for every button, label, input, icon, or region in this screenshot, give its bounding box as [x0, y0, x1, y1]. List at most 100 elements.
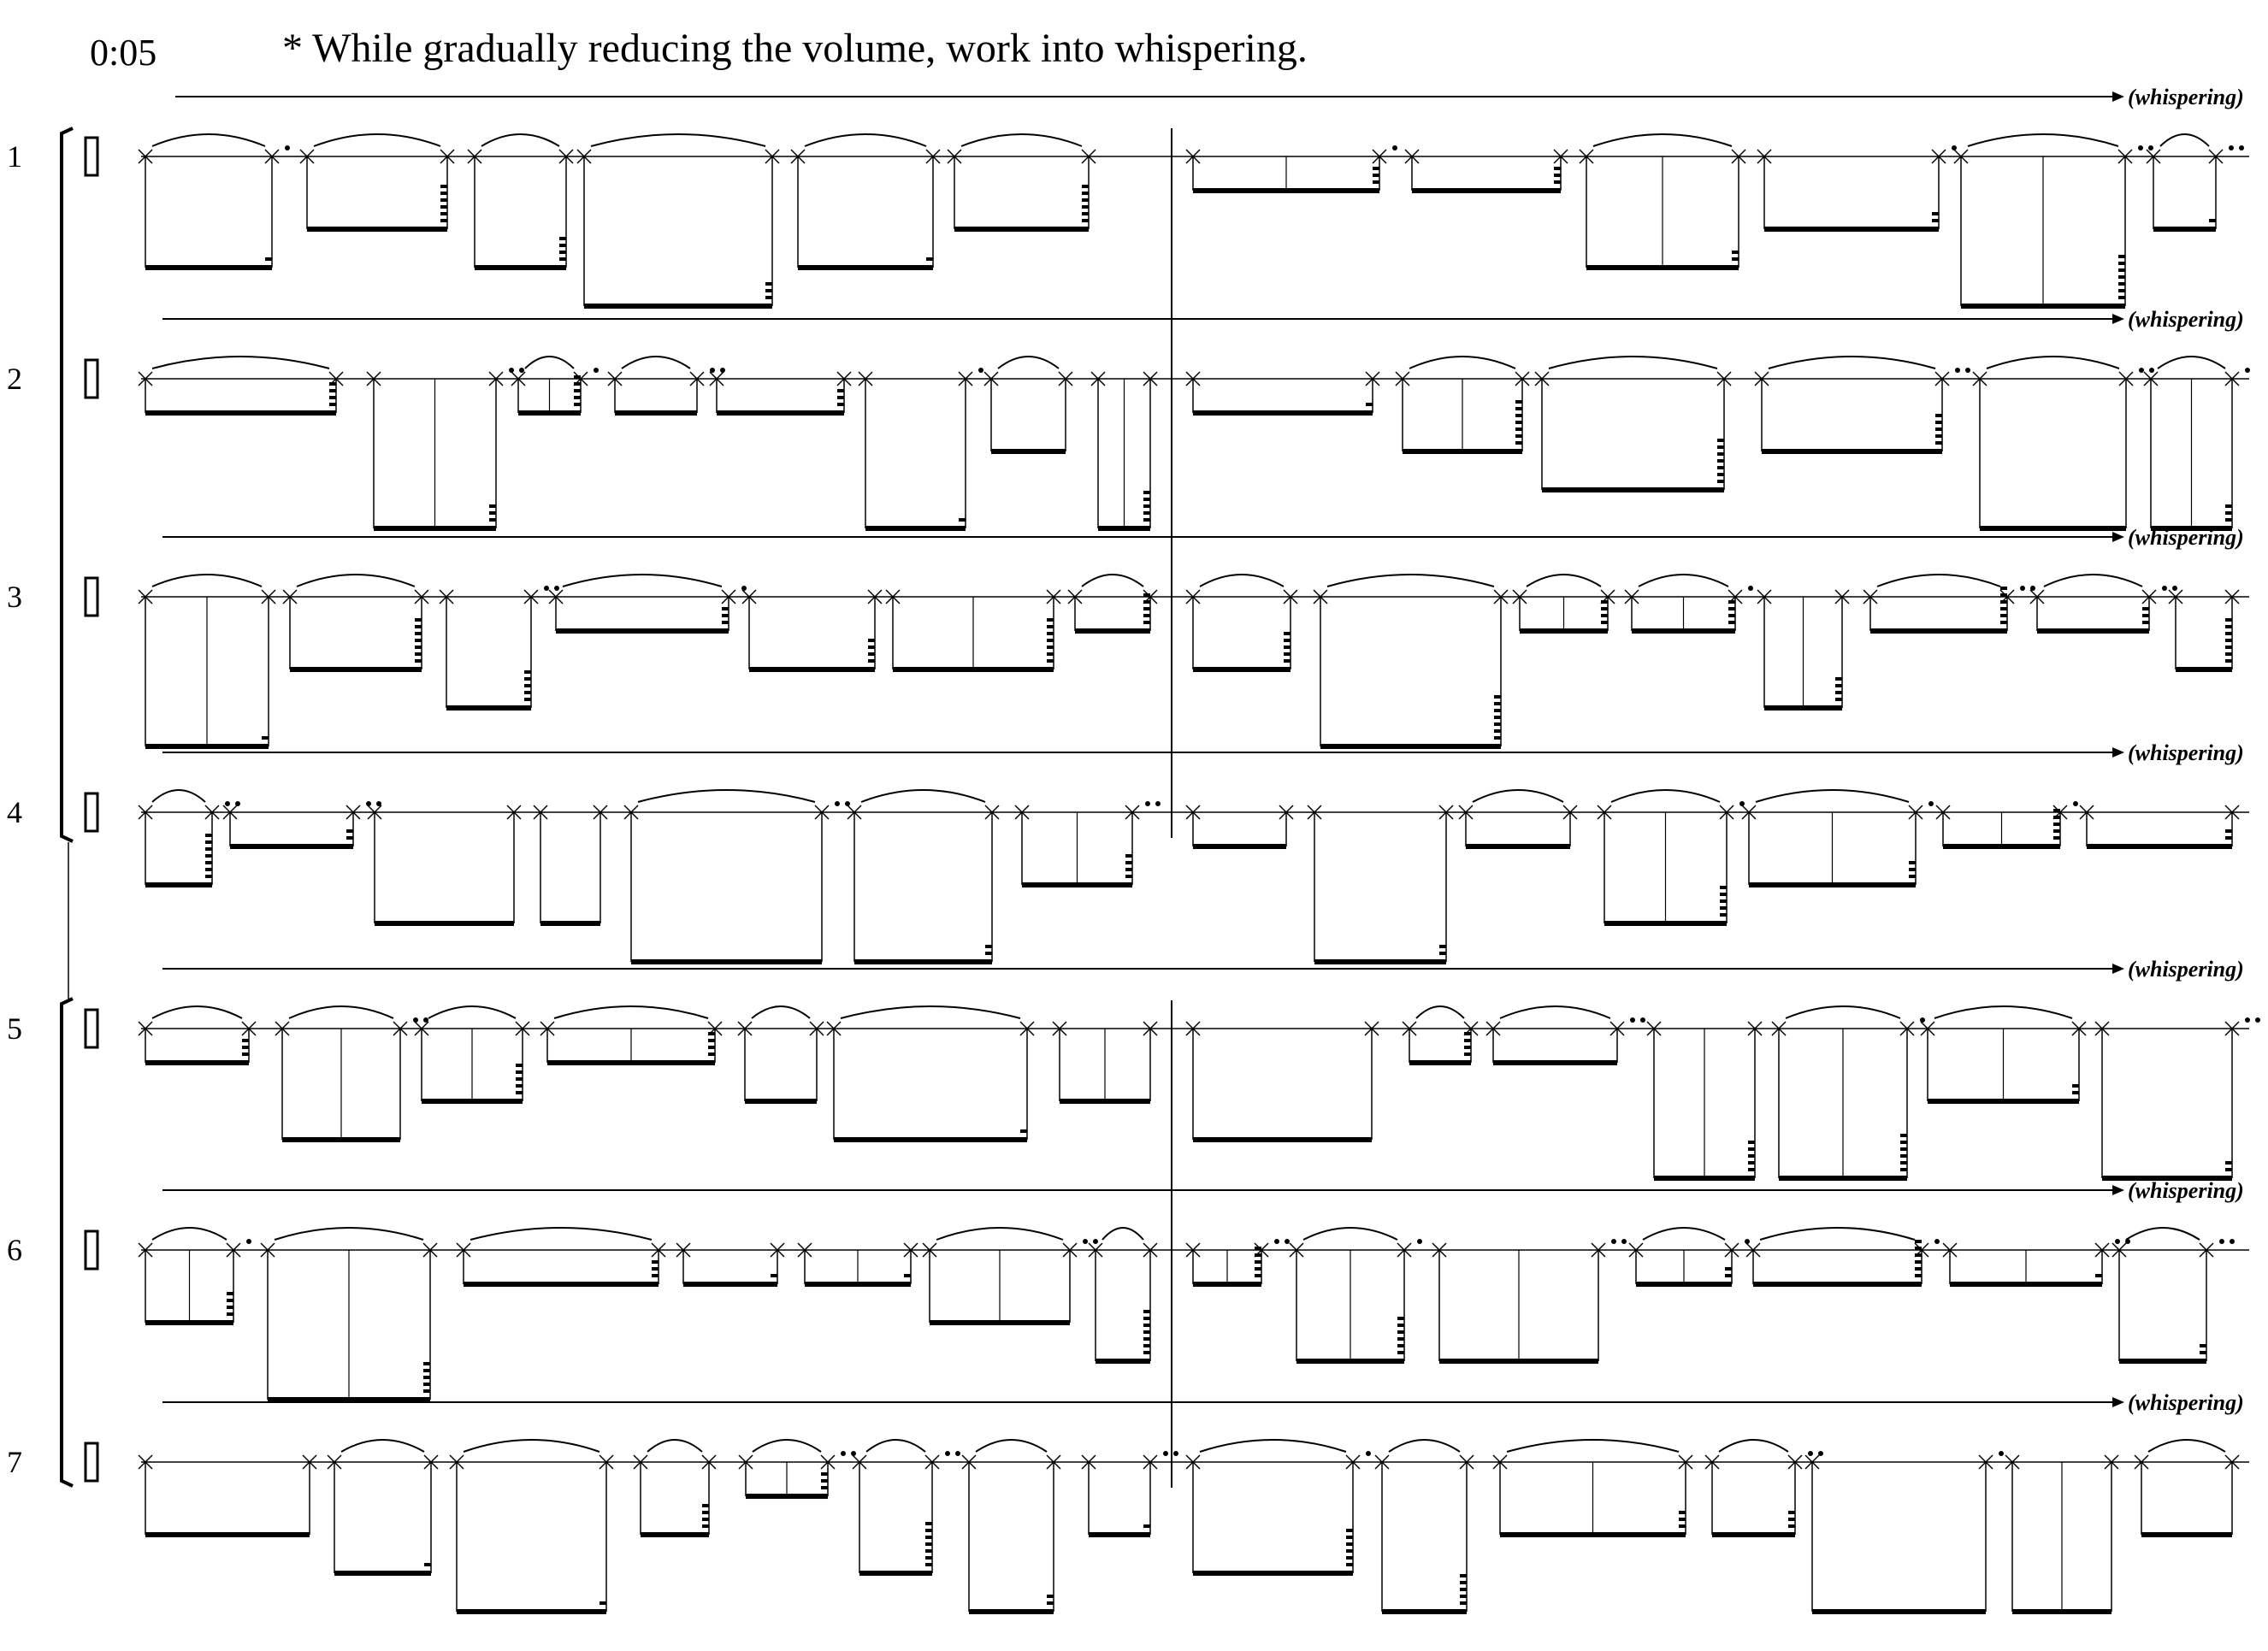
beam-stub: [1284, 646, 1291, 649]
beam: [1493, 1060, 1617, 1065]
beam-stub: [925, 1563, 932, 1566]
augmentation-dot: [2073, 801, 2078, 806]
beam-stub: [1143, 491, 1150, 494]
beam-stub: [1554, 180, 1561, 184]
beam-stub: [1082, 192, 1089, 195]
beam: [1382, 1609, 1467, 1614]
arrow-head: [2112, 91, 2124, 102]
beam-stub: [440, 185, 447, 188]
beam-stub: [1373, 180, 1379, 184]
beam-stub: [1915, 1240, 1922, 1243]
augmentation-dot: [413, 1017, 418, 1023]
beam-stub: [1935, 441, 1942, 445]
beam-stub: [1601, 621, 1608, 624]
beam-stub: [2000, 621, 2007, 624]
beam-stub: [516, 1084, 523, 1088]
augmentation-dot: [519, 368, 524, 373]
tie: [1876, 574, 2001, 587]
beam-stub: [1788, 1518, 1795, 1521]
beam-stub: [2225, 618, 2232, 622]
beam-stub: [1494, 695, 1501, 699]
tie: [997, 356, 1060, 369]
beam-stub: [1143, 1337, 1150, 1341]
tie: [274, 1227, 424, 1241]
beam-stub: [227, 1292, 233, 1295]
staff-6: 6(whispering): [7, 1178, 2249, 1402]
beam-stub: [1143, 1344, 1150, 1347]
beam: [1753, 1282, 1922, 1287]
beam: [1542, 487, 1724, 492]
beam: [641, 1532, 709, 1537]
beam-stub: [702, 1504, 709, 1507]
beam-stub: [2053, 829, 2060, 833]
beam-stub: [1125, 861, 1132, 864]
beam-stub: [489, 504, 496, 508]
beam-stub: [1732, 257, 1739, 261]
beam: [893, 667, 1054, 672]
tie: [804, 133, 927, 147]
beam-stub: [1554, 174, 1561, 177]
beam: [854, 959, 992, 964]
tie: [428, 1005, 517, 1019]
beam: [1586, 265, 1739, 270]
tie: [151, 133, 266, 147]
beam: [1604, 921, 1727, 926]
beam-stub: [1494, 702, 1501, 705]
beam-stub: [1515, 441, 1522, 445]
tie: [1409, 356, 1516, 369]
whispering-label: (whispering): [2128, 1390, 2244, 1415]
beam-stub: [985, 952, 992, 955]
staff-number: 7: [7, 1445, 22, 1479]
beam-stub: [1143, 504, 1150, 508]
beam-stub: [415, 639, 422, 642]
augmentation-dot: [2245, 368, 2250, 373]
tie: [1526, 574, 1602, 587]
augmentation-dot: [1163, 1451, 1168, 1456]
beam-stub: [1909, 861, 1916, 864]
beam: [1296, 1359, 1404, 1364]
beam-stub: [559, 237, 566, 240]
percussion-clef: [84, 1442, 99, 1483]
beam-stub: [1047, 618, 1054, 622]
beam: [1060, 1099, 1150, 1104]
beam-stub: [1515, 434, 1522, 438]
beam-stub: [1047, 646, 1054, 649]
whispering-label: (whispering): [2128, 1178, 2244, 1203]
beam: [1749, 882, 1916, 887]
beam-stub: [2000, 600, 2007, 604]
beam: [375, 921, 514, 926]
tie: [296, 574, 416, 587]
beam-stub: [868, 652, 875, 656]
beam-stub: [1047, 1595, 1054, 1598]
augmentation-dot: [1173, 1451, 1178, 1456]
beam-stub: [1900, 1141, 1907, 1144]
tie: [1302, 1227, 1398, 1241]
beam: [1075, 628, 1150, 634]
augmentation-dot: [1818, 1451, 1823, 1456]
beam-stub: [765, 289, 772, 292]
beam-stub: [821, 1472, 828, 1476]
beam-stub: [1346, 1536, 1353, 1539]
beam-stub: [1439, 945, 1446, 948]
beam-stub: [837, 396, 844, 399]
augmentation-dot: [554, 586, 559, 591]
beam-stub: [1460, 1581, 1467, 1584]
beam: [1320, 744, 1501, 749]
beam-stub: [1900, 1154, 1907, 1158]
augmentation-dot: [2245, 1017, 2250, 1023]
augmentation-dot: [2148, 145, 2153, 150]
beam: [464, 1282, 659, 1287]
beam-stub: [1284, 632, 1291, 635]
beam-stub: [1143, 518, 1150, 522]
beam-stub: [2200, 1344, 2206, 1347]
beam-stub: [1915, 1253, 1922, 1257]
augmentation-dot: [366, 801, 371, 806]
augmentation-dot: [1155, 801, 1161, 806]
beam-stub: [242, 1046, 249, 1049]
beam-stub: [2142, 614, 2149, 617]
beam: [615, 410, 697, 416]
beam-stub: [415, 652, 422, 656]
beam-stub: [2225, 836, 2232, 840]
beam-stub: [1494, 736, 1501, 740]
beam-stub: [227, 1299, 233, 1302]
